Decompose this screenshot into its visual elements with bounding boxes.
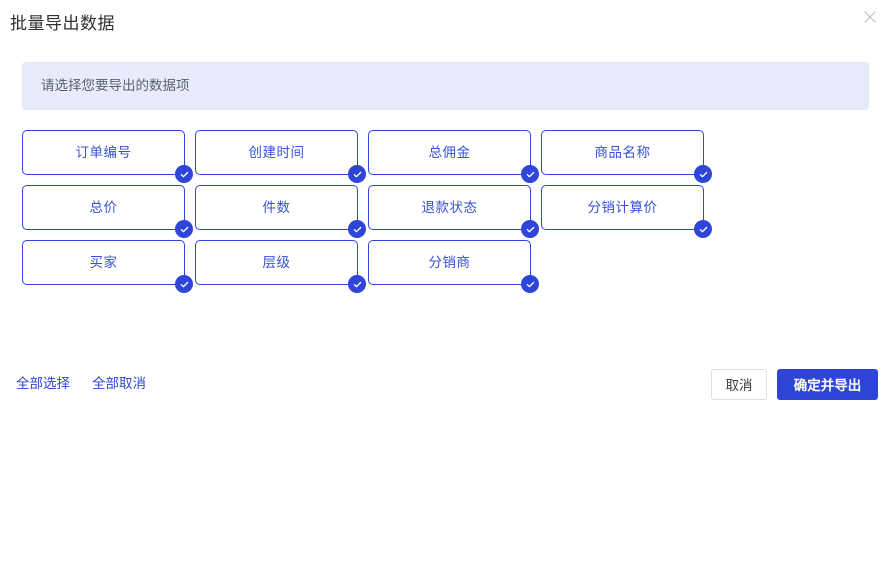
check-icon	[521, 165, 539, 183]
confirm-export-button[interactable]: 确定并导出	[777, 369, 878, 400]
dialog-header: 批量导出数据	[0, 0, 891, 46]
export-option-label: 商品名称	[594, 144, 651, 160]
check-icon	[175, 165, 193, 183]
export-option-card[interactable]: 退款状态	[368, 185, 539, 238]
export-option-label: 订单编号	[75, 144, 132, 160]
info-banner: 请选择您要导出的数据项	[22, 62, 869, 110]
export-option-label: 分销商	[428, 254, 471, 270]
export-option-card[interactable]: 创建时间	[195, 130, 366, 183]
export-option-card[interactable]: 件数	[195, 185, 366, 238]
export-option-label: 买家	[89, 254, 118, 270]
check-icon	[348, 220, 366, 238]
export-option-card[interactable]: 分销计算价	[541, 185, 712, 238]
export-option-label: 层级	[262, 254, 291, 270]
check-icon	[175, 220, 193, 238]
check-icon	[521, 275, 539, 293]
export-option-card[interactable]: 商品名称	[541, 130, 712, 183]
export-option-label: 分销计算价	[587, 199, 658, 215]
check-icon	[348, 165, 366, 183]
footer-buttons: 取消 确定并导出	[711, 369, 878, 400]
export-option-label: 件数	[262, 199, 291, 215]
export-option-card[interactable]: 分销商	[368, 240, 539, 293]
export-option-label: 创建时间	[248, 144, 305, 160]
info-banner-text: 请选择您要导出的数据项	[41, 78, 190, 93]
check-icon	[175, 275, 193, 293]
check-icon	[348, 275, 366, 293]
check-icon	[694, 165, 712, 183]
page-title: 批量导出数据	[10, 14, 115, 33]
export-option-card[interactable]: 买家	[22, 240, 193, 293]
export-option-label: 退款状态	[421, 199, 478, 215]
deselect-all-link[interactable]: 全部取消	[92, 376, 146, 391]
export-option-label: 总价	[89, 199, 118, 215]
select-all-link[interactable]: 全部选择	[16, 376, 70, 391]
export-option-card[interactable]: 订单编号	[22, 130, 193, 183]
export-option-card[interactable]: 总价	[22, 185, 193, 238]
export-option-card[interactable]: 总佣金	[368, 130, 539, 183]
check-icon	[694, 220, 712, 238]
export-option-label: 总佣金	[428, 144, 471, 160]
export-options-grid: 订单编号 创建时间 总佣金 商品名称总价 件数 退款状态 分销计算价买家 层级 分销商	[22, 130, 870, 293]
close-icon[interactable]	[861, 8, 879, 26]
export-option-card[interactable]: 层级	[195, 240, 366, 293]
check-icon	[521, 220, 539, 238]
footer-links: 全部选择 全部取消	[16, 374, 146, 394]
cancel-button[interactable]: 取消	[711, 369, 767, 400]
